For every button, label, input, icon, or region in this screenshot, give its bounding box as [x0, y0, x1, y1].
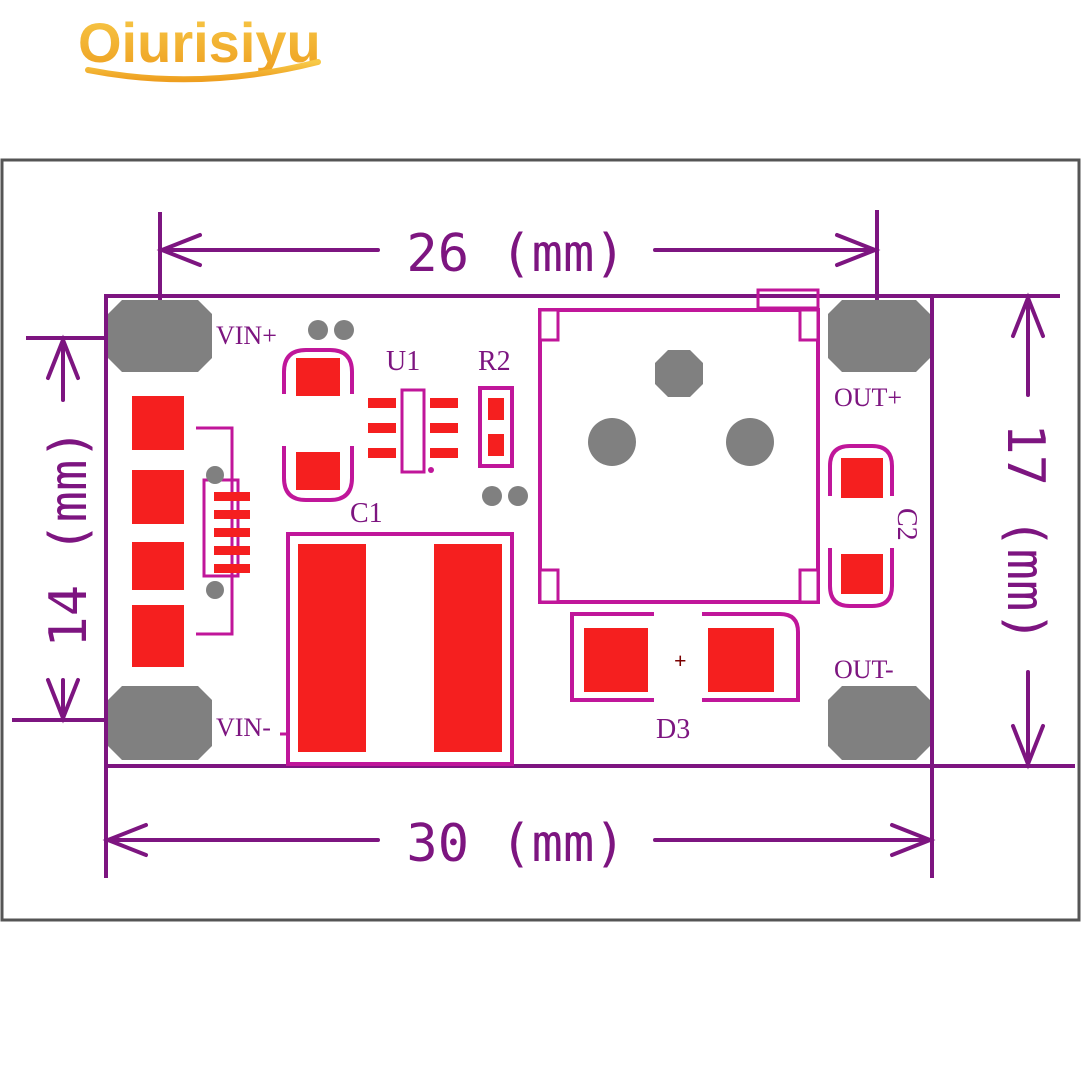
vias — [308, 320, 528, 506]
extension-lines — [12, 210, 1075, 878]
dimension-top-label: 26 (mm) — [406, 224, 625, 284]
dimension-bottom-label: 30 (mm) — [406, 814, 625, 874]
vin-plus-pad — [108, 300, 212, 372]
brand-swoosh — [85, 59, 321, 83]
large-component-footprint — [280, 532, 514, 766]
vin-minus-pad — [108, 686, 212, 760]
dimension-right-label: 17 (mm) — [995, 423, 1055, 642]
dimension-left-label: 14 (mm) — [39, 428, 99, 647]
dimension-lines — [46, 233, 1045, 857]
capacitor-c2 — [828, 444, 894, 608]
inductor-footprint — [538, 288, 820, 604]
out-minus-pad — [828, 686, 930, 760]
label-out-plus: OUT+ — [834, 383, 902, 412]
label-c1: C1 — [350, 498, 383, 529]
label-d3: D3 — [656, 714, 690, 745]
ic-u1 — [368, 388, 458, 474]
capacitor-c1 — [282, 348, 354, 502]
resistor-r2 — [478, 386, 514, 468]
silkscreen-labels: VIN+ VIN- U1 R2 C1 C2 OUT+ OUT- D3 + — [216, 321, 922, 745]
out-plus-pad — [828, 300, 930, 372]
usb-connector — [132, 396, 250, 667]
diode-d3 — [570, 612, 800, 702]
label-vin-plus: VIN+ — [216, 321, 277, 350]
brand-logo: Oiurisiyu — [78, 11, 321, 74]
terminal-pads — [108, 300, 930, 760]
label-vin-minus: VIN- — [216, 713, 271, 742]
label-out-minus: OUT- — [834, 655, 894, 684]
label-u1: U1 — [386, 346, 420, 377]
label-c2: C2 — [891, 508, 922, 541]
label-r2: R2 — [478, 346, 511, 377]
label-polarity: + — [674, 648, 687, 673]
